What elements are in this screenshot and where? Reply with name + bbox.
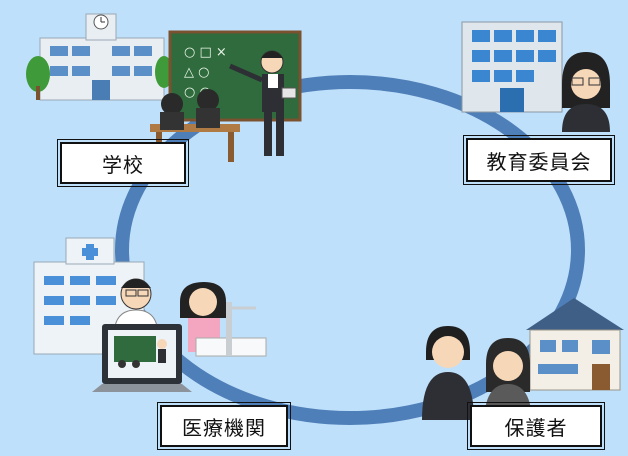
school-building-icon bbox=[26, 13, 173, 101]
svg-text:△ ○: △ ○ bbox=[184, 65, 209, 80]
female-official-icon bbox=[562, 52, 610, 132]
node-guardians-label: 保護者 bbox=[467, 402, 605, 450]
parents-icon bbox=[422, 326, 532, 424]
hospital-building-icon bbox=[33, 237, 145, 355]
cycle-ring bbox=[115, 75, 585, 425]
patient-in-bed-icon bbox=[180, 282, 267, 357]
office-building-icon bbox=[461, 21, 563, 113]
node-board-of-education-label: 教育委員会 bbox=[463, 135, 615, 185]
laptop-remote-class-icon bbox=[92, 324, 192, 392]
teacher-at-blackboard-icon: ○ □ × △ ○ ○ ○ bbox=[168, 30, 302, 156]
node-medical-institution-label: 医療機関 bbox=[157, 402, 291, 450]
svg-text:○ □ ×: ○ □ × bbox=[184, 45, 227, 60]
house-icon bbox=[526, 298, 624, 391]
node-school-label: 学校 bbox=[57, 139, 189, 187]
